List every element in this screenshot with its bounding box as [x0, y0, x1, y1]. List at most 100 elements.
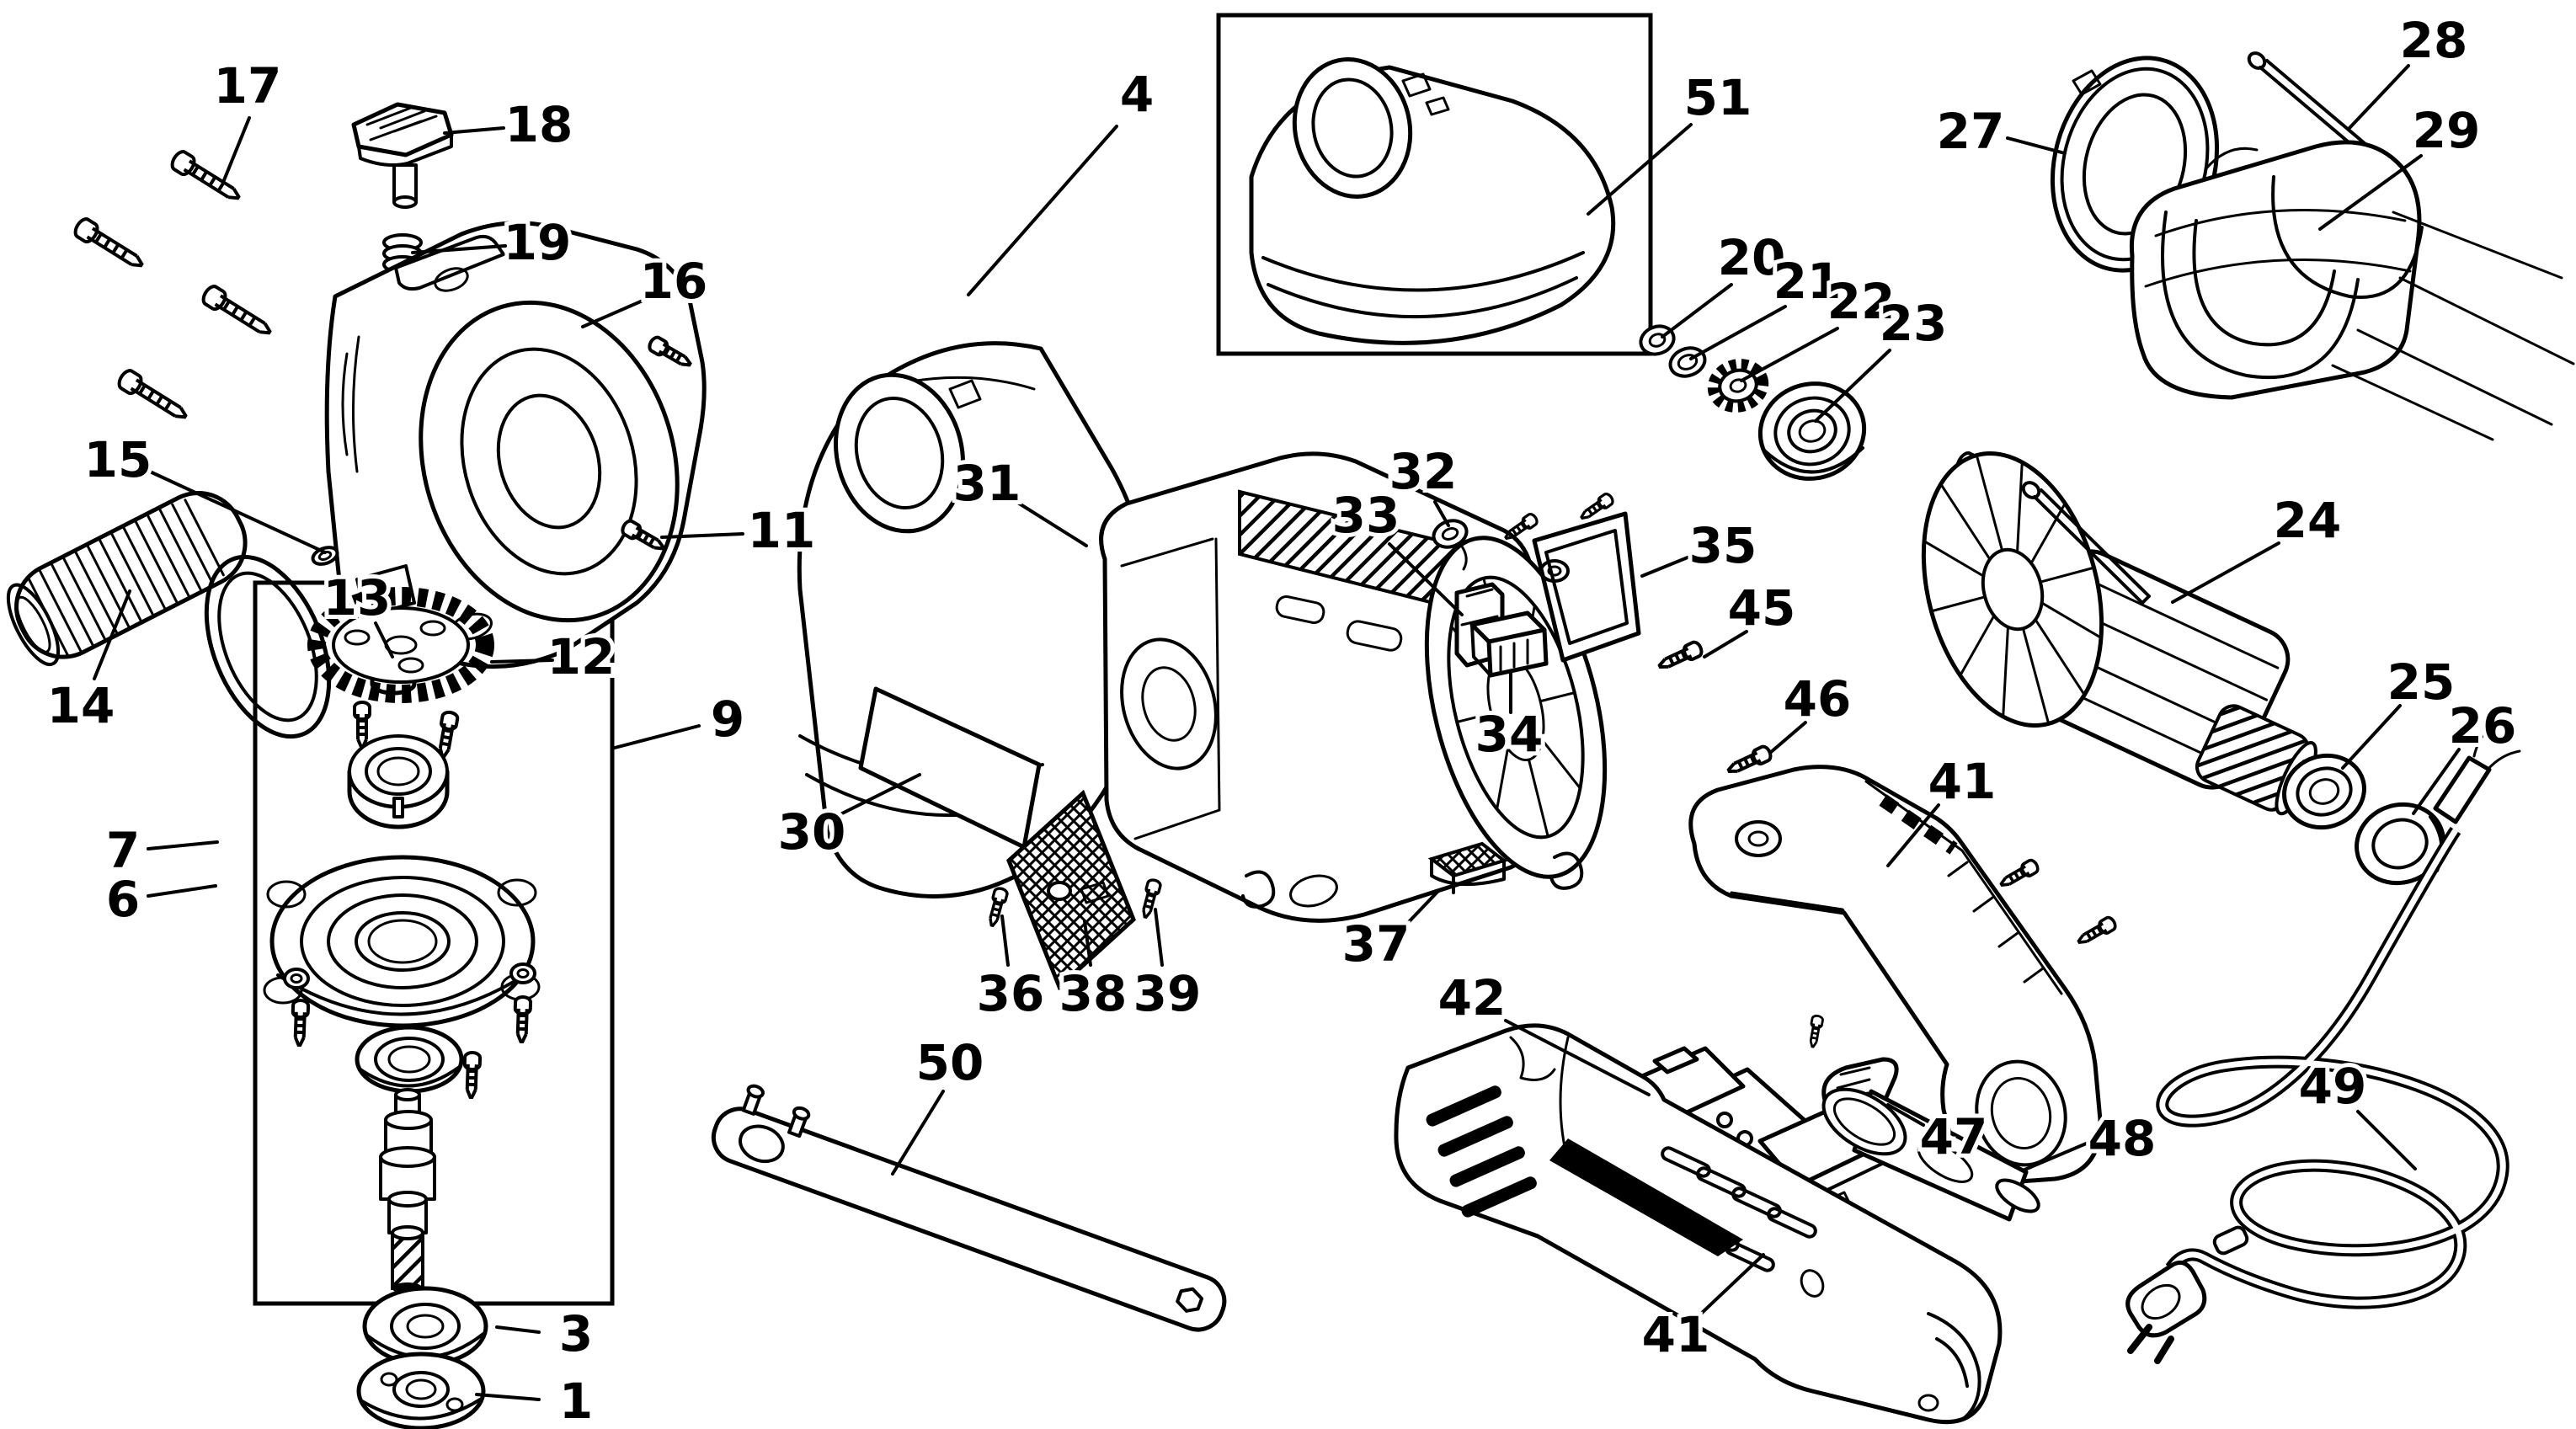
callout-leader-7 — [147, 840, 219, 850]
inset-box-guard-51 — [1216, 13, 1653, 356]
callout-leader-37 — [1403, 889, 1440, 928]
callout-leader-28 — [2348, 64, 2410, 130]
part-46-screw — [1724, 743, 1775, 780]
part-32-cap — [1432, 519, 1469, 571]
callout-label-28: 28 — [2400, 12, 2468, 69]
callout-leader-35 — [1640, 556, 1689, 578]
callout-leader-32 — [1433, 500, 1450, 527]
part-34-switch-slider — [1469, 611, 1549, 678]
callout-label-27: 27 — [1937, 103, 2005, 160]
part-22-pinion — [1707, 359, 1769, 413]
callout-label-47: 47 — [1920, 1108, 1988, 1165]
callout-leader-22 — [1740, 327, 1839, 382]
part-23-bearing — [1757, 381, 1867, 481]
part-25-bearing — [2282, 753, 2366, 830]
callout-leader-17 — [222, 116, 251, 182]
callout-label-19: 19 — [504, 214, 572, 271]
callout-leader-48 — [2021, 1140, 2092, 1172]
part-16-gear-case — [324, 221, 707, 669]
part-3-outer-flange — [362, 1286, 488, 1367]
callout-label-20: 20 — [1718, 229, 1786, 286]
callout-label-25: 25 — [2387, 653, 2456, 711]
callout-label-41: 41 — [1642, 1306, 1710, 1363]
callout-leader-13 — [374, 621, 394, 659]
callout-label-41: 41 — [1928, 753, 1997, 810]
callout-label-45: 45 — [1728, 579, 1796, 637]
part-bearing-retainer — [347, 734, 450, 829]
callout-label-42: 42 — [1438, 969, 1507, 1026]
callout-leader-42 — [1504, 1019, 1651, 1096]
callout-label-26: 26 — [2449, 697, 2517, 754]
callout-label-33: 33 — [1332, 487, 1400, 544]
callout-leader-4 — [967, 125, 1118, 296]
callout-label-46: 46 — [1784, 670, 1852, 728]
callout-label-24: 24 — [2274, 492, 2342, 549]
callout-label-31: 31 — [953, 455, 1021, 512]
part-21-washer — [1668, 346, 1707, 378]
callout-leader-46 — [1768, 721, 1807, 754]
callout-label-21: 21 — [1773, 253, 1842, 310]
callout-label-18: 18 — [505, 96, 573, 153]
callout-leader-47 — [1886, 1103, 1925, 1127]
callout-label-15: 15 — [84, 431, 152, 488]
callout-leader-12 — [490, 659, 554, 664]
callout-label-3: 3 — [559, 1305, 593, 1362]
part-41-handle-top — [1688, 765, 2120, 1185]
callout-leader-50 — [891, 1090, 945, 1176]
callout-label-48: 48 — [2088, 1110, 2157, 1167]
part-36-screw — [984, 885, 1010, 929]
callout-label-30: 30 — [778, 803, 846, 861]
callout-leader-11 — [660, 532, 744, 539]
callout-label-50: 50 — [916, 1034, 984, 1091]
callout-leader-14 — [93, 589, 131, 680]
callout-leader-31 — [1012, 499, 1088, 547]
part-1-clamp-nut — [356, 1352, 486, 1429]
callout-label-39: 39 — [1133, 965, 1202, 1022]
callout-leader-29 — [2318, 154, 2423, 231]
callout-label-49: 49 — [2299, 1058, 2367, 1115]
part-14-side-handle — [6, 490, 332, 739]
callout-leader-49 — [2356, 1110, 2417, 1170]
part-spindle-bearing — [355, 1025, 464, 1094]
part-41-handle-bottom — [1394, 1023, 2003, 1425]
part-39-screw — [1138, 877, 1163, 920]
part-51-wheel-guard — [1249, 57, 1616, 345]
callout-leader-26 — [2412, 748, 2461, 815]
callout-leader-18 — [443, 126, 505, 135]
part-48-cord-protector — [1821, 1087, 2040, 1222]
callout-leader-39 — [1154, 908, 1164, 967]
callout-label-23: 23 — [1880, 295, 1948, 352]
part-pigtail-b — [1549, 851, 1584, 890]
part-pigtail-a — [1241, 870, 1276, 909]
callout-label-17: 17 — [214, 57, 282, 115]
part-50-wrench — [711, 1084, 1227, 1332]
callout-leader-41 — [1699, 1253, 1765, 1315]
part-17-screws — [71, 147, 277, 427]
callout-leader-33 — [1388, 542, 1464, 616]
callout-label-7: 7 — [106, 822, 140, 879]
callout-leader-15 — [148, 470, 327, 554]
callout-leader-21 — [1689, 305, 1787, 360]
callout-label-29: 29 — [2413, 102, 2481, 159]
callout-leader-30 — [837, 773, 921, 817]
part-12-gear — [307, 587, 494, 703]
callout-leader-25 — [2341, 704, 2402, 770]
part-gear-case-cover — [263, 855, 541, 1028]
callout-label-38: 38 — [1059, 965, 1128, 1022]
callout-leader-51 — [1587, 123, 1693, 216]
callout-label-1: 1 — [559, 1373, 593, 1429]
part-24-armature — [1921, 451, 2341, 816]
callout-leader-45 — [1703, 630, 1748, 659]
callout-label-9: 9 — [711, 691, 744, 748]
callout-leader-19 — [411, 244, 507, 254]
callout-leader-27 — [2006, 136, 2067, 155]
callout-leader-16 — [581, 296, 650, 328]
callout-label-51: 51 — [1684, 69, 1752, 126]
callout-leader-36 — [1000, 914, 1010, 967]
callout-leader-41 — [1886, 803, 1940, 867]
callout-label-11: 11 — [748, 502, 816, 559]
callout-label-16: 16 — [640, 253, 708, 310]
callout-label-13: 13 — [323, 569, 392, 627]
part-37-button-pad — [1427, 841, 1508, 894]
